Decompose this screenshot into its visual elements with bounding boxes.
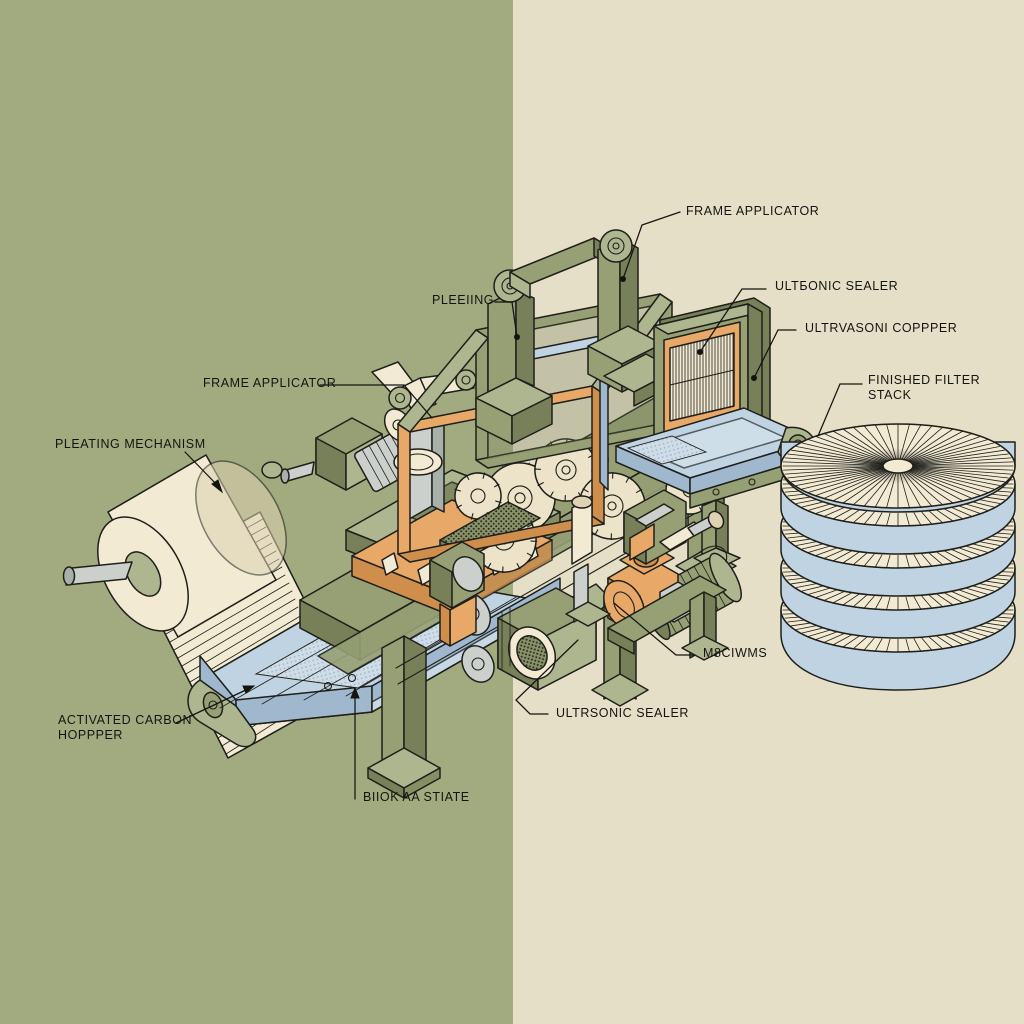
filter-disc-top <box>780 423 1016 513</box>
side-cylinder <box>659 510 725 551</box>
label-pleeting: PLEEIING <box>432 293 495 307</box>
auxiliary-motor <box>429 541 485 609</box>
conveyor-rivets <box>323 673 357 691</box>
label-mechanisms: M8CIWMS <box>703 646 768 660</box>
label-biiok-aa-stiate: BIIOK AA STIATE <box>363 790 470 804</box>
vertical-spool <box>565 495 611 627</box>
label-frame-applicator-left: FRAME APPLICATOR <box>203 376 337 390</box>
label-finished-filter-stack: FINISHED FILTER STACK <box>868 373 981 402</box>
sealer-pump-cluster <box>603 543 742 661</box>
label-frame-applicator-right: FRAME APPLICATOR <box>686 204 820 218</box>
gear <box>454 472 502 520</box>
label-ultrasonic-sealer-bottom: ULTRSONIC SEALER <box>556 706 689 720</box>
leader-lines <box>175 211 863 800</box>
label-ultrasonic-copper: ULTRVASONI COPPPER <box>805 321 958 335</box>
label-pleating-mechanism: PLEATING MECHANISM <box>55 437 206 451</box>
finished-filter-stack <box>780 423 1016 691</box>
right-control-box <box>623 489 687 565</box>
label-ultrasonic-sealer-right: ULTБONIC SEALER <box>775 279 899 293</box>
label-activated-carbon-hopper: ACTIVATED CARBON HOPPPER <box>58 713 193 742</box>
